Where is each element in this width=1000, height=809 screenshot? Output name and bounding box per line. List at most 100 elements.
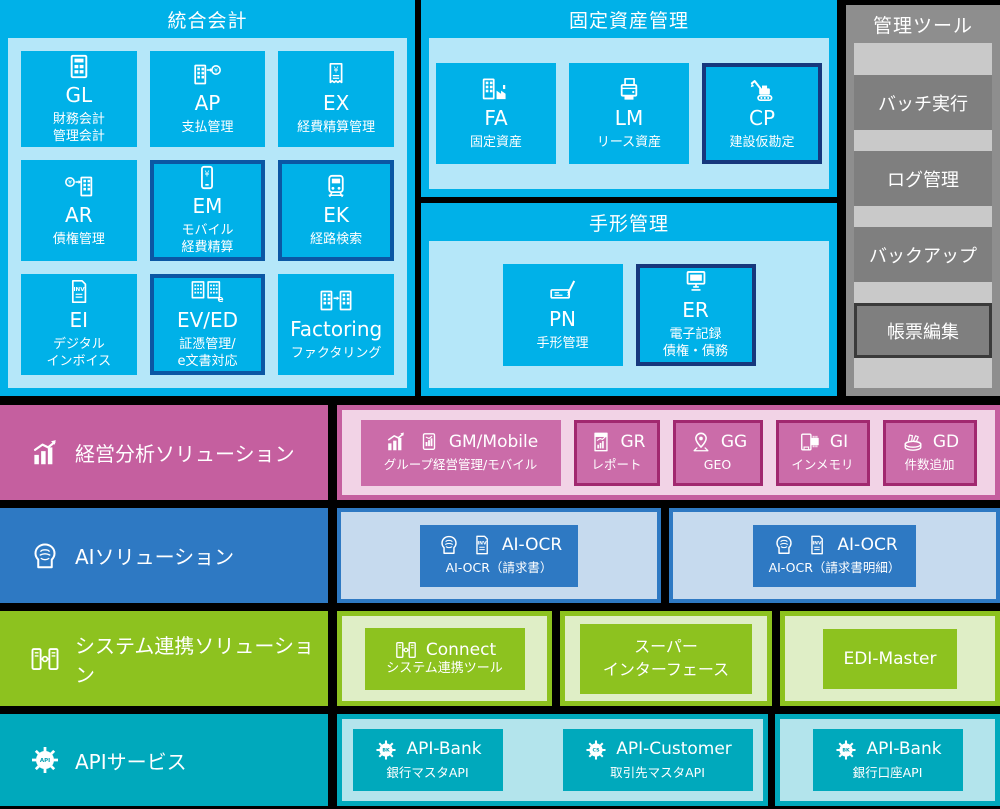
invoice-doc-icon: INV bbox=[804, 534, 830, 556]
svg-text:BK: BK bbox=[383, 748, 391, 754]
module-code: API-Customer bbox=[616, 739, 732, 760]
invoice-doc-icon: INV bbox=[469, 534, 495, 556]
module-tile-ev-ed: e EV/ED 証憑管理/ e文書対応 bbox=[149, 274, 266, 375]
gear-cs-icon: CS bbox=[583, 739, 609, 761]
row-title: AIソリューション bbox=[75, 545, 235, 569]
svg-text:¥: ¥ bbox=[215, 68, 219, 75]
ai-ocr-invoice-panel: INV AI-OCR AI-OCR（請求書） bbox=[337, 508, 661, 603]
row-header-api-service: API APIサービス bbox=[0, 714, 328, 806]
module-subtitle: インメモリ bbox=[791, 457, 854, 473]
analytics-panel: GM/Mobile グループ経営管理/モバイル GR レポート GG GEO G… bbox=[337, 405, 1000, 500]
module-subtitle: グループ経営管理/モバイル bbox=[383, 457, 538, 473]
svg-text:INV: INV bbox=[813, 541, 823, 547]
growth-chart-icon bbox=[28, 438, 62, 468]
module-tile-pn: PN 手形管理 bbox=[502, 263, 623, 366]
module-subtitle: レポート bbox=[591, 457, 642, 473]
gear-bk-icon: BK bbox=[373, 739, 399, 761]
module-subtitle: 銀行口座API bbox=[852, 764, 923, 780]
module-subtitle: 手形管理 bbox=[536, 335, 589, 351]
module-tile-api-bank-master: BK API-Bank 銀行マスタAPI bbox=[352, 729, 503, 791]
tool-button-log-management: ログ管理 bbox=[854, 151, 992, 206]
copier-icon bbox=[611, 76, 647, 103]
module-tile-api-customer: CS API-Customer 取引先マスタAPI bbox=[562, 729, 753, 791]
row-header-analytics-solution: 経営分析ソリューション bbox=[0, 405, 328, 500]
row-header-integration-solution: システム連携ソリューション bbox=[0, 611, 328, 706]
module-code: FA bbox=[484, 105, 508, 130]
module-subtitle: GEO bbox=[703, 457, 732, 473]
fixed-assets-panel: FA 固定資産 LM リース資産 CP 建設仮勘定 bbox=[429, 38, 829, 189]
module-code: AP bbox=[194, 91, 221, 116]
module-code: GR bbox=[620, 431, 646, 452]
module-tile-ar: ¥ AR 債権管理 bbox=[21, 160, 137, 262]
module-code: CP bbox=[748, 105, 776, 130]
section-title: 固定資産管理 bbox=[568, 9, 689, 32]
module-tile-gd: GD 件数追加 bbox=[882, 419, 977, 486]
excavator-icon bbox=[744, 76, 780, 103]
module-tile-ai-ocr-invoice-detail: INV AI-OCR AI-OCR（請求書明細） bbox=[752, 524, 917, 587]
module-tile-gr: GR レポート bbox=[573, 419, 660, 486]
section-bill-management: 手形管理 PN 手形管理 ER 電子記録 債権・債務 bbox=[421, 203, 837, 396]
module-tile-em: ¥ EM モバイル 経費精算 bbox=[149, 160, 266, 262]
gear-bk-icon: BK bbox=[833, 739, 859, 761]
tool-button-batch-execution: バッチ実行 bbox=[854, 75, 992, 130]
module-code: PN bbox=[548, 306, 577, 331]
module-subtitle: ファクタリング bbox=[290, 345, 382, 361]
module-subtitle: AI-OCR（請求書） bbox=[445, 560, 553, 576]
brain-icon bbox=[436, 534, 462, 556]
module-tile-super-interface: スーパー インターフェース bbox=[580, 623, 752, 694]
module-code: EV/ED bbox=[176, 308, 239, 333]
gear-api-icon: API bbox=[28, 745, 62, 775]
module-tile-ei: INV EI デジタル インボイス bbox=[21, 274, 137, 375]
module-tile-edi-master: EDI-Master bbox=[823, 628, 957, 689]
module-subtitle: 固定資産 bbox=[469, 134, 522, 150]
module-tile-er: ER 電子記録 債権・債務 bbox=[635, 263, 756, 366]
module-subtitle: 件数追加 bbox=[904, 457, 955, 473]
super-interface-panel: スーパー インターフェース bbox=[560, 611, 772, 706]
module-code: GD bbox=[932, 431, 960, 452]
module-tile-gg: GG GEO bbox=[672, 419, 763, 486]
module-subtitle: 取引先マスタAPI bbox=[610, 764, 705, 780]
section-title: 手形管理 bbox=[588, 212, 669, 235]
module-subtitle: 建設仮勘定 bbox=[729, 134, 795, 150]
db-stack-icon bbox=[900, 431, 926, 453]
connect-panel: Connect システム連携ツール bbox=[337, 611, 552, 706]
module-subtitle: 財務会計 管理会計 bbox=[52, 111, 105, 144]
section-integrated-accounting: 統合会計 GL 財務会計 管理会計 ¥ AP 支払管理 ¥ EX 経費精算管理 … bbox=[0, 0, 415, 396]
bill-management-panel: PN 手形管理 ER 電子記録 債権・債務 bbox=[429, 241, 829, 388]
module-tile-ex: ¥ EX 経費精算管理 bbox=[278, 51, 394, 148]
building-factory-icon bbox=[478, 76, 514, 103]
report-doc-icon bbox=[588, 431, 614, 453]
module-tile-factoring: Factoring ファクタリング bbox=[278, 274, 394, 375]
module-subtitle: モバイル 経費精算 bbox=[181, 223, 234, 256]
module-tile-ek: EK 経路検索 bbox=[278, 160, 394, 262]
monitor-note-icon bbox=[678, 268, 714, 295]
module-subtitle: AI-OCR（請求書明細） bbox=[768, 560, 901, 576]
module-code: AR bbox=[65, 202, 93, 227]
svg-text:¥: ¥ bbox=[205, 170, 210, 179]
coin-building-icon: ¥ bbox=[61, 173, 97, 200]
svg-text:INV: INV bbox=[73, 287, 85, 293]
module-subtitle: 支払管理 bbox=[181, 120, 234, 136]
module-code: EK bbox=[323, 202, 350, 227]
module-subtitle: 証憑管理/ e文書対応 bbox=[177, 337, 238, 370]
module-code: EI bbox=[69, 308, 89, 333]
module-code: Factoring bbox=[290, 316, 383, 341]
module-subtitle: デジタル インボイス bbox=[46, 337, 112, 370]
tool-button-report-editing: 帳票編集 bbox=[854, 303, 992, 358]
edi-master-panel: EDI-Master bbox=[780, 611, 1000, 706]
module-tile-ai-ocr-invoice: INV AI-OCR AI-OCR（請求書） bbox=[419, 524, 579, 587]
module-tile-gi: GI インメモリ bbox=[775, 419, 870, 486]
row-header-ai-solution: AIソリューション bbox=[0, 508, 328, 603]
row-title: システム連携ソリューション bbox=[75, 633, 314, 687]
module-code: EX bbox=[322, 91, 350, 116]
module-code: EM bbox=[192, 194, 223, 219]
module-subtitle: システム連携ツール bbox=[386, 661, 503, 677]
tablet-chart-icon bbox=[416, 431, 442, 453]
mobile-yen-icon: ¥ bbox=[189, 164, 225, 191]
brain-icon bbox=[771, 534, 797, 556]
module-subtitle: 電子記録 債権・債務 bbox=[662, 327, 728, 359]
row-title: 経営分析ソリューション bbox=[75, 442, 295, 466]
servers-link-icon bbox=[393, 639, 419, 661]
module-code: API-Bank bbox=[406, 739, 482, 760]
svg-text:¥: ¥ bbox=[334, 66, 339, 75]
